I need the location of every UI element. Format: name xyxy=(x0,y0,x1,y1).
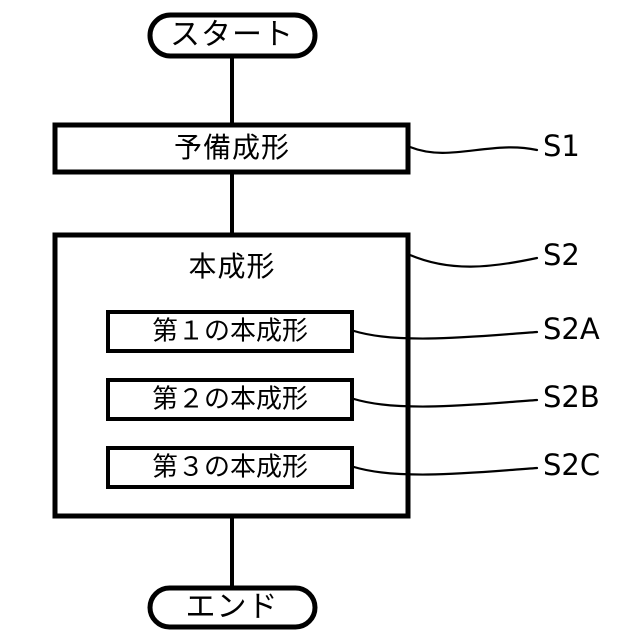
sub-process-box-s2a-label: 第１の本成形 xyxy=(152,317,308,347)
reference-label-s1: S1 xyxy=(543,129,580,163)
sub-process-box-s2c-label: 第３の本成形 xyxy=(152,453,308,483)
leader-line-s2a xyxy=(352,329,539,340)
reference-label-s2b: S2B xyxy=(543,380,600,414)
leader-line-s2b xyxy=(352,397,539,408)
group-box-s2-label: 本成形 xyxy=(188,250,275,283)
leader-line-s2c xyxy=(352,465,539,476)
sub-process-box-s2b-label: 第２の本成形 xyxy=(152,385,308,415)
end-terminal-label: エンド xyxy=(186,590,279,625)
reference-label-s2: S2 xyxy=(543,238,580,272)
leader-line-s1 xyxy=(408,145,539,154)
sub-process-box-s2b xyxy=(106,378,354,421)
process-box-s1-label: 予備成形 xyxy=(174,131,290,164)
end-terminal xyxy=(147,585,318,630)
leader-line-s2 xyxy=(408,253,539,268)
start-terminal xyxy=(147,12,318,59)
start-terminal-label: スタート xyxy=(170,18,294,53)
reference-label-s2a: S2A xyxy=(543,312,600,346)
sub-process-box-s2a xyxy=(106,310,354,353)
sub-process-box-s2c xyxy=(106,446,354,489)
reference-label-s2c: S2C xyxy=(543,448,600,482)
process-box-s1 xyxy=(52,122,411,175)
